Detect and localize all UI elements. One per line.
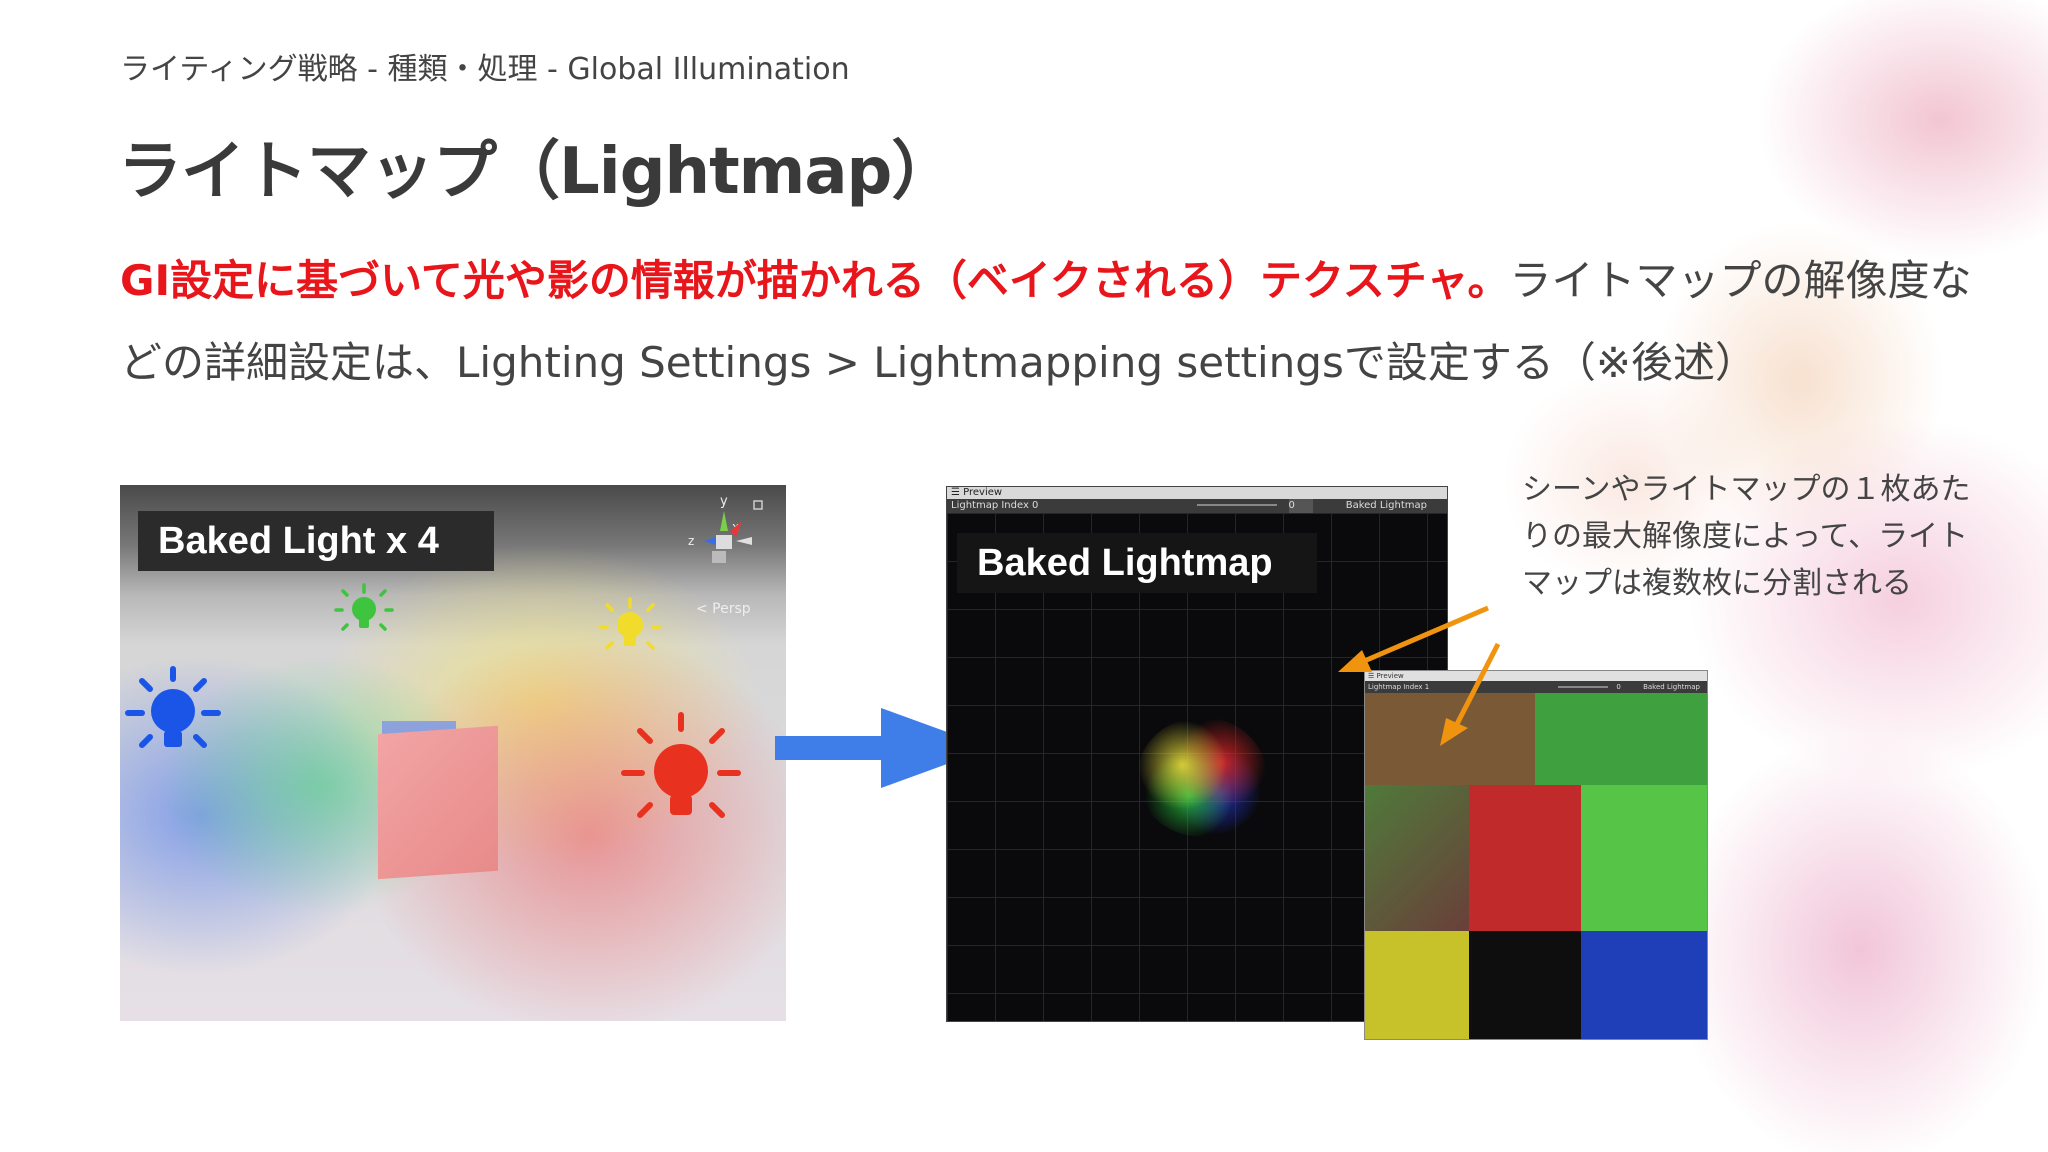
tile-olive [1365, 785, 1469, 931]
preview-header: ☰ Preview [947, 487, 1447, 499]
lightmap-index-label: Lightmap Index 0 [951, 500, 1039, 511]
persp-label: < Persp [696, 601, 751, 617]
preview2-header: ☰ Preview [1365, 671, 1707, 681]
scene-view-image: Baked Light x 4 y x z < Persp [120, 485, 786, 1021]
preview-header-label: Preview [963, 487, 1003, 498]
mode-value[interactable]: 0 [1288, 499, 1313, 513]
description: GI設定に基づいて光や影の情報が描かれる（ベイクされる）テクスチャ。ライトマップ… [120, 240, 1980, 404]
arrow-right-icon [775, 708, 991, 788]
tile-green-mid [1581, 785, 1707, 931]
tile-blue [1581, 931, 1707, 1039]
orange-arrow-2-icon [1440, 642, 1501, 746]
tile-red [1469, 785, 1581, 931]
lightmap2-index-label: Lightmap Index 1 [1368, 683, 1430, 691]
preview2-toolbar: Lightmap Index 1 0 Baked Lightmap [1365, 681, 1707, 693]
preview-toolbar: Lightmap Index 0 0 Baked Lightmap [947, 499, 1447, 513]
zoom-slider[interactable] [1197, 504, 1278, 506]
zoom2-slider[interactable] [1558, 686, 1609, 688]
scene-label: Baked Light x 4 [138, 511, 494, 571]
description-highlight: GI設定に基づいて光や影の情報が描かれる（ベイクされる）テクスチャ。 [120, 256, 1510, 305]
blue-light-icon [125, 666, 221, 748]
mode2-value[interactable]: 0 [1616, 683, 1621, 691]
tile-black [1469, 931, 1581, 1039]
orange-arrow-icon [1338, 605, 1489, 672]
page-title: ライトマップ（Lightmap） [118, 135, 955, 209]
lightmap-label: Baked Lightmap [957, 533, 1317, 593]
lightmap-preview-second: ☰ Preview Lightmap Index 1 0 Baked Light… [1364, 670, 1708, 1040]
gizmo-y-label: y [720, 494, 728, 509]
split-note: シーンやライトマップの１枚あたりの最大解像度によって、ライトマップは複数枚に分割… [1522, 472, 1971, 601]
mode2-dropdown[interactable]: Baked Lightmap [1643, 683, 1700, 691]
orientation-gizmo-icon: y x z [688, 494, 763, 563]
red-light-icon [621, 712, 741, 818]
gizmo-z-label: z [688, 534, 694, 548]
green-light-icon [334, 583, 394, 631]
mode-dropdown[interactable]: Baked Lightmap [1345, 500, 1427, 511]
breadcrumb: ライティング戦略 - 種類・処理 - Global Illumination [120, 52, 850, 87]
tile-green-top [1535, 693, 1707, 785]
lightmap-glow [1137, 717, 1267, 837]
preview2-header-label: Preview [1376, 672, 1404, 680]
description-rest: ライトマップの解像度などの詳細設定は、Lighting Settings > L… [120, 256, 1972, 387]
yellow-light-icon [598, 597, 662, 650]
cube-front [378, 725, 498, 880]
tile-yellow [1365, 931, 1469, 1039]
